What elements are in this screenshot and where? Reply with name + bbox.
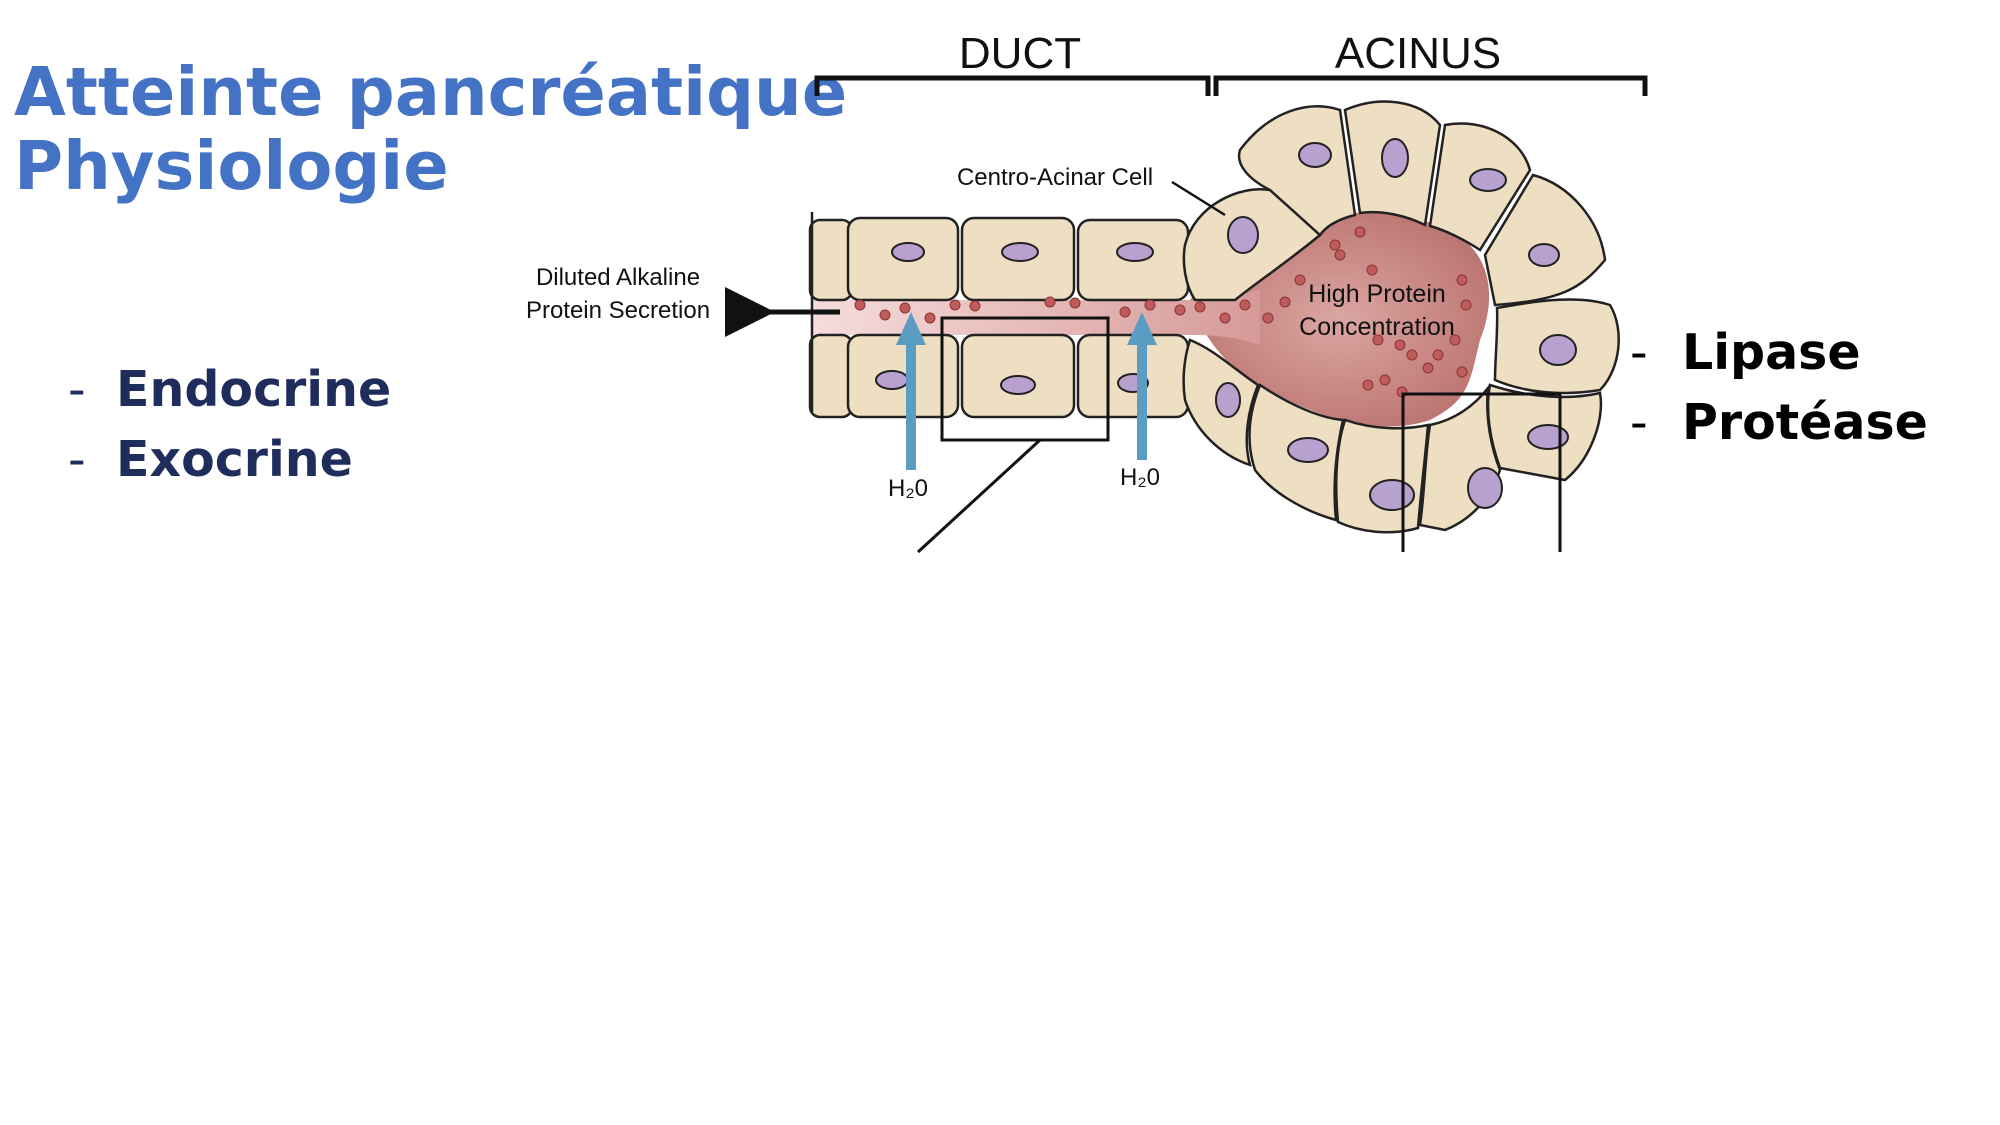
acinus-label: ACINUS — [1335, 29, 1501, 78]
slide-title: Atteinte pancréatique Physiologie — [14, 55, 847, 203]
list-item-label: Endocrine — [116, 361, 392, 418]
list-item-label: Exocrine — [116, 431, 353, 488]
protein-granules — [854, 226, 1472, 398]
acinus-bracket — [1213, 75, 1648, 96]
list-item-label: Protéase — [1682, 394, 1928, 451]
water-label-right: H₂0 — [1120, 464, 1160, 491]
zoom-box-acinus — [1401, 392, 1562, 552]
list-item: -Endocrine — [68, 355, 391, 425]
list-item: -Lipase — [1630, 318, 1928, 388]
list-item-label: Lipase — [1682, 324, 1861, 381]
list-item: -Protéase — [1630, 388, 1928, 458]
function-list: -Endocrine -Exocrine — [68, 355, 391, 495]
centro-acinar-pointer — [1171, 180, 1226, 217]
duct-label: DUCT — [959, 29, 1081, 78]
high-protein-label-line-2: Concentration — [1299, 313, 1455, 341]
list-item: -Exocrine — [68, 425, 391, 495]
zoom-box-duct — [916, 316, 1110, 554]
list-dash: - — [1630, 394, 1648, 451]
list-dash: - — [68, 431, 86, 488]
high-protein-label-line-1: High Protein — [1308, 280, 1446, 308]
water-label-left: H₂0 — [888, 475, 928, 502]
title-line-2: Physiologie — [14, 127, 449, 205]
enzyme-list: -Lipase -Protéase — [1630, 318, 1928, 458]
list-dash: - — [68, 361, 86, 418]
title-line-1: Atteinte pancréatique — [14, 53, 848, 131]
water-arrow-right — [1127, 312, 1157, 460]
secretion-label-line-1: Diluted Alkaline — [536, 264, 700, 291]
secretion-label-line-2: Protein Secretion — [526, 297, 710, 324]
list-dash: - — [1630, 324, 1648, 381]
centro-acinar-label: Centro-Acinar Cell — [957, 164, 1153, 191]
duct-bracket — [814, 75, 1211, 96]
water-arrow-left — [896, 312, 926, 470]
